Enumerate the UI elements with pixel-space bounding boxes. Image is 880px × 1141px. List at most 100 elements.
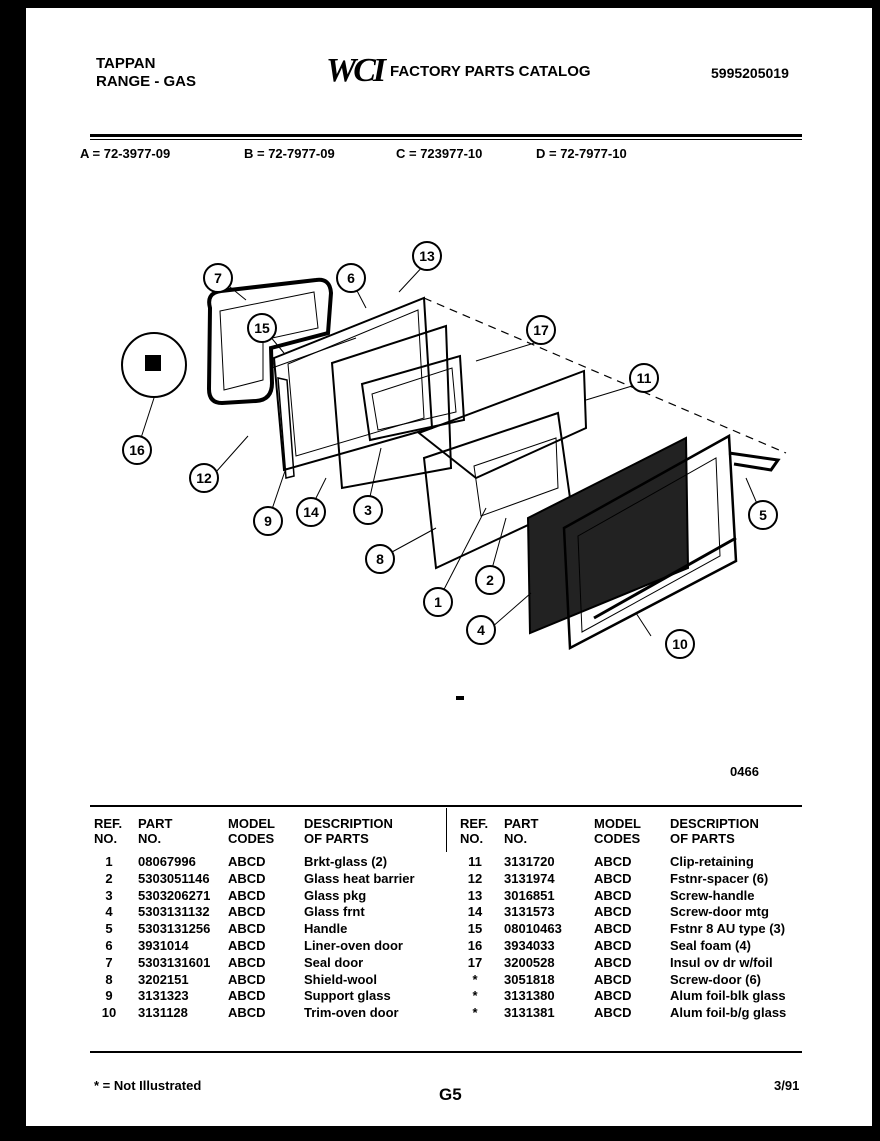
callout-12: 12 [189,463,219,493]
part-number-cell: 3131381 [504,1005,555,1021]
model-codes-cell: ABCD [594,904,632,920]
description-cell: Brkt-glass (2) [304,854,388,869]
description-cell: Screw-door (6) [670,971,762,987]
description-cell: Glass pkg [304,887,367,903]
svg-text:14: 14 [303,504,319,520]
ref-cell: 14 [467,904,483,920]
description-cell: Screw-door mtg [670,904,769,920]
ref-cell: * [472,971,478,987]
header-rule-bottom [90,139,802,140]
description-cell: Alum foil-b/g glass [670,1005,787,1021]
part-number-cell: 08010463 [504,921,562,937]
model-codes-cell: ABCD [228,937,266,953]
svg-text:6: 6 [347,270,355,286]
model-codes-cell: ABCD [594,854,632,869]
model-codes-cell: ABCD [228,887,266,903]
part-number-cell: 3016851 [504,887,555,903]
model-codes-cell: ABCD [594,887,632,903]
svg-text:15: 15 [254,320,270,336]
model-code-b: B = 72-7977-09 [244,146,335,161]
table-divider [446,808,447,852]
model-codes-cell: ABCD [594,870,632,886]
ref-cell: 3 [105,887,113,903]
page-number: G5 [439,1085,462,1104]
description-cell: Shield-wool [304,971,377,987]
callout-9: 9 [253,506,283,536]
description-cell: Handle [304,921,348,937]
ref-cell: 9 [105,988,113,1004]
description-cell: Insul ov dr w/foil [670,954,773,970]
description-cell: Seal door [304,954,364,970]
catalog-page: TAPPAN RANGE - GAS WCI FACTORY PARTS CAT… [26,8,872,1126]
ref-cell: 13 [467,887,483,903]
figure-code: 0466 [730,764,759,779]
model-codes-cell: ABCD [228,870,266,886]
revision-date: 3/91 [774,1078,800,1093]
part-number-cell: 3202151 [138,971,189,987]
ref-cell: 10 [101,1005,117,1021]
part-number-cell: 3934033 [504,937,555,953]
ref-cell: 17 [467,954,483,970]
svg-text:16: 16 [129,442,145,458]
ref-cell: * [472,988,478,1004]
ref-cell: 1 [105,854,113,869]
table-rule-bottom [90,1051,802,1053]
svg-text:2: 2 [486,572,494,588]
callout-13: 13 [412,241,442,271]
callout-4: 4 [466,615,496,645]
description-cell: Trim-oven door [304,1005,399,1021]
svg-text:1: 1 [434,594,442,610]
part-number-cell: 3200528 [504,954,555,970]
ref-cell: 5 [105,921,113,937]
model-codes-cell: ABCD [228,921,266,937]
callout-14: 14 [296,497,326,527]
table-rule-top [90,805,802,807]
description-cell: Clip-retaining [670,854,754,869]
catalog-number: 5995205019 [711,65,789,81]
model-code-d: D = 72-7977-10 [536,146,627,161]
svg-text:12: 12 [196,470,212,486]
svg-text:8: 8 [376,551,384,567]
svg-text:5: 5 [759,507,767,523]
ref-cell: 11 [468,854,482,869]
part-number-cell: 5303131132 [138,904,210,920]
svg-text:10: 10 [672,636,688,652]
description-cell: Alum foil-blk glass [670,988,786,1004]
callout-15: 15 [247,313,277,343]
description-cell: Fstnr 8 AU type (3) [670,921,786,937]
col-ref-header: REF.NO. [460,816,489,846]
model-codes-cell: ABCD [594,921,632,937]
product-type: RANGE - GAS [96,73,197,90]
model-codes-cell: ABCD [594,954,632,970]
description-cell: Fstnr-spacer (6) [670,870,769,886]
model-codes-cell: ABCD [228,954,266,970]
ref-cell: 4 [105,904,113,920]
col-ref-header: REF.NO. [94,816,123,846]
model-codes-cell: ABCD [594,971,632,987]
model-code-a: A = 72-3977-09 [80,146,171,161]
svg-text:4: 4 [477,622,485,638]
svg-text:3: 3 [364,502,372,518]
model-codes-cell: ABCD [228,971,266,987]
callout-1: 1 [423,587,453,617]
header-rule-top [90,134,802,137]
brand-name: TAPPAN [96,55,156,72]
callout-5: 5 [748,500,778,530]
